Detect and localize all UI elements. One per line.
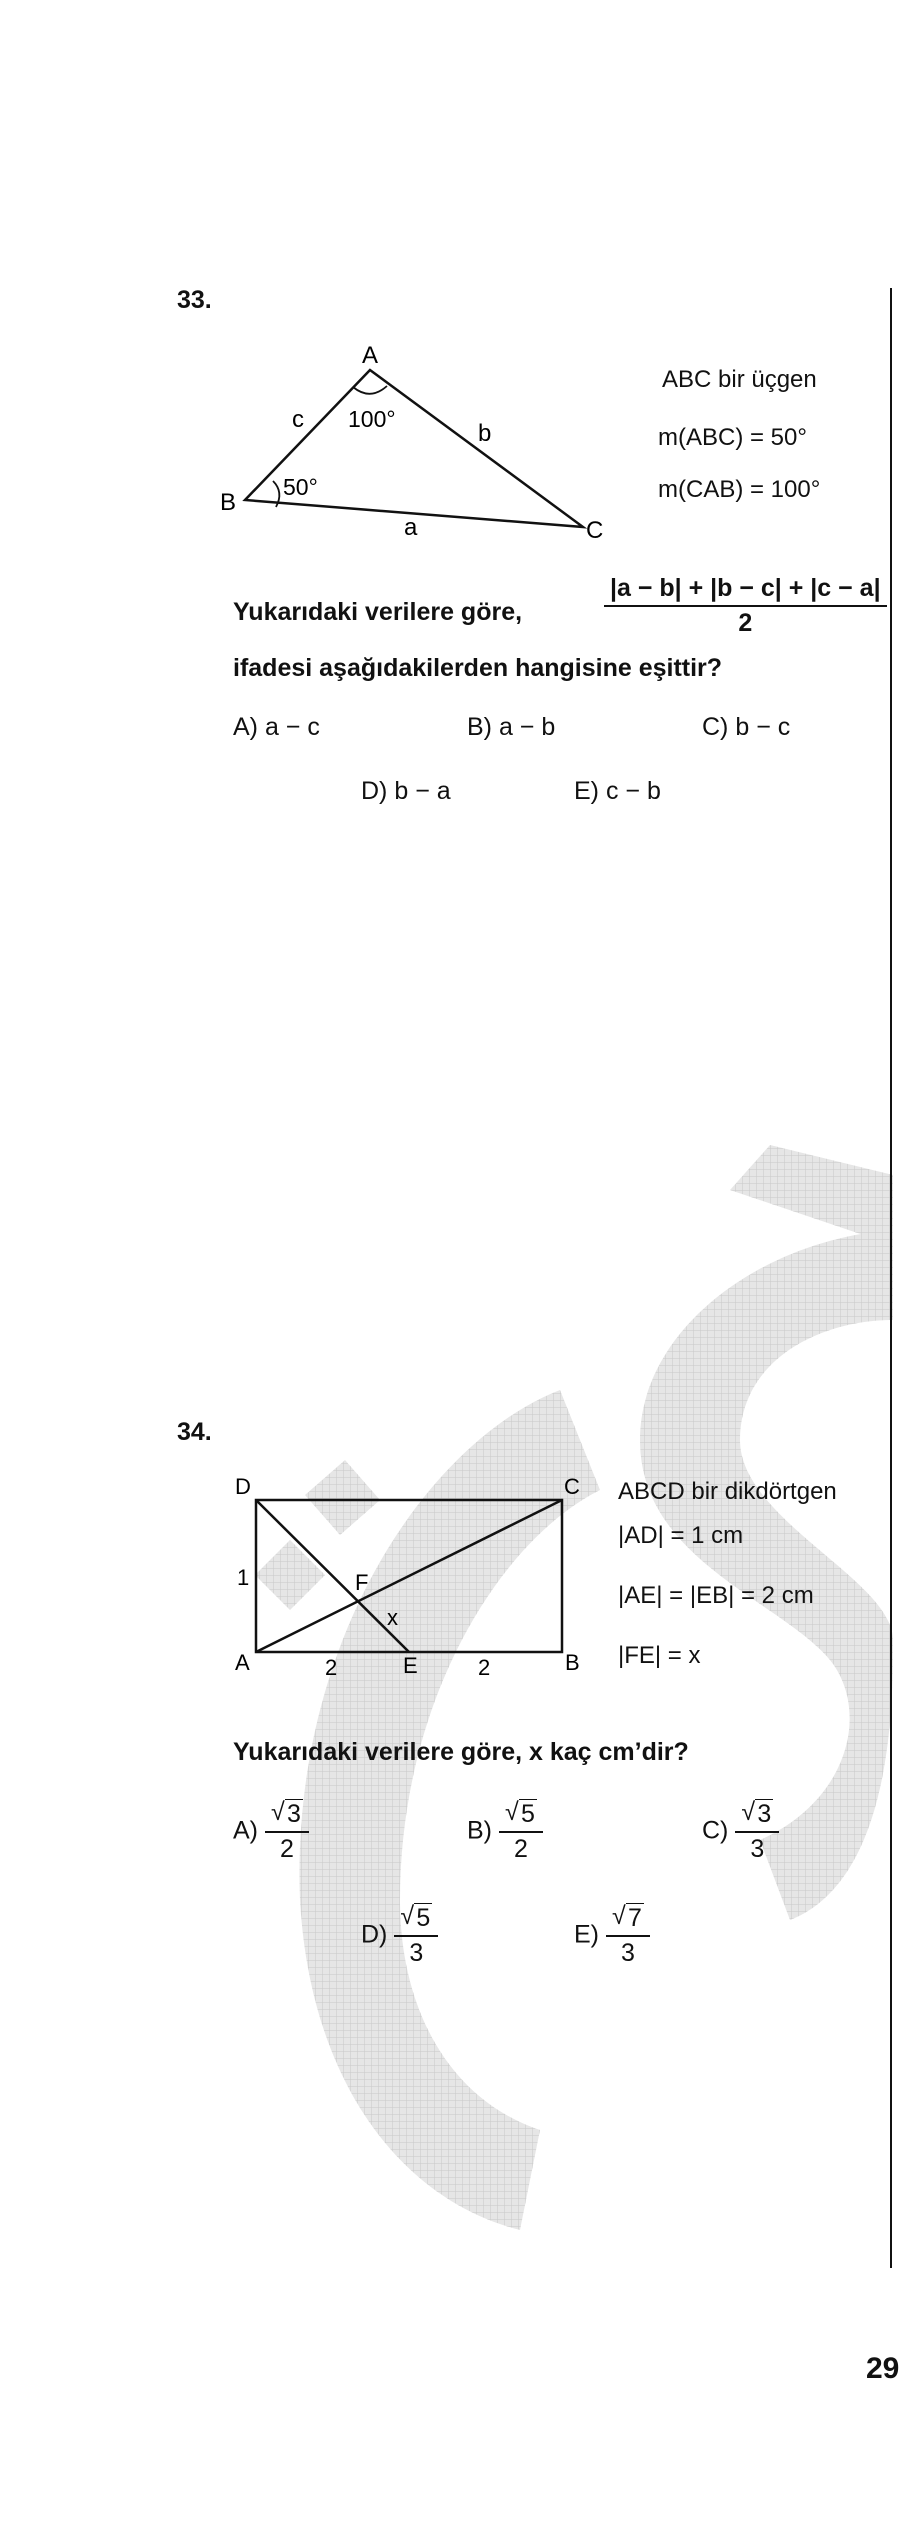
option-radicand: 7 (625, 1903, 644, 1932)
option-denominator: 3 (620, 1939, 635, 1967)
option-radicand: 5 (414, 1903, 433, 1932)
option-denominator: 2 (513, 1835, 528, 1863)
vertex-c: C (586, 517, 603, 544)
angle-b-label: 50° (283, 474, 318, 500)
vertex-a: A (235, 1650, 250, 1675)
label-x: x (387, 1605, 398, 1630)
page-number: 29 (866, 2352, 899, 2385)
option-label: D) (361, 1920, 388, 1949)
option-label: C) (702, 713, 729, 741)
triangle-abc-figure: A B C c b a 100° 50° (220, 342, 603, 544)
option-text: b − a (394, 777, 451, 805)
diagonal-ac (255, 1498, 563, 1654)
side-c-label: c (292, 406, 304, 433)
option-label: B) (467, 1816, 492, 1845)
q33-fraction-numerator: |a − b| + |b − c| + |c − a| (604, 574, 887, 607)
q34-option-b[interactable]: B) 5 2 (467, 1798, 543, 1864)
q34-option-a[interactable]: A) 3 2 (233, 1798, 309, 1864)
q33-option-c[interactable]: C) b − c (702, 713, 790, 742)
segment-de (255, 1499, 410, 1653)
q33-given-3: m(CAB) = 100° (658, 476, 821, 503)
q33-option-b[interactable]: B) a − b (467, 713, 555, 742)
q33-question-tail: ifadesi aşağıdakilerden hangisine eşitti… (233, 654, 723, 682)
option-denominator: 3 (750, 1835, 765, 1863)
q33-fraction-denominator: 2 (738, 609, 753, 637)
q34-given-4: |FE| = x (618, 1642, 701, 1669)
vertex-b: B (565, 1650, 580, 1675)
angle-a-label: 100° (348, 406, 396, 432)
question-34-number: 34. (177, 1418, 212, 1446)
q34-question: Yukarıdaki verilere göre, x kaç cm’dir? (233, 1738, 689, 1766)
option-text: c − b (605, 777, 661, 805)
vertex-f: F (355, 1570, 368, 1595)
option-label: D) (361, 777, 388, 805)
option-label: C) (702, 1816, 729, 1845)
option-label: B) (467, 713, 492, 741)
option-label: E) (574, 777, 599, 805)
option-label: A) (233, 1816, 258, 1845)
q33-expression-fraction: |a − b| + |b − c| + |c − a| 2 (604, 574, 887, 638)
q33-option-a[interactable]: A) a − c (233, 713, 320, 742)
label-ad: 1 (237, 1565, 249, 1590)
triangle-abc (242, 368, 588, 529)
side-a-label: a (404, 514, 418, 541)
vertex-b: B (220, 489, 236, 516)
question-33-number: 33. (177, 286, 212, 314)
option-radicand: 3 (284, 1799, 303, 1828)
option-denominator: 3 (409, 1939, 424, 1967)
option-radicand: 3 (755, 1799, 774, 1828)
label-eb: 2 (478, 1655, 490, 1680)
option-denominator: 2 (279, 1835, 294, 1863)
q33-question-lead: Yukarıdaki verilere göre, (233, 598, 523, 626)
vertex-d: D (235, 1474, 251, 1499)
side-b-label: b (478, 420, 491, 447)
option-text: b − c (735, 713, 791, 741)
vertex-a: A (362, 342, 378, 369)
label-ae: 2 (325, 1655, 337, 1680)
option-text: a − b (498, 713, 556, 741)
angle-a-arc (352, 385, 388, 395)
vertex-e: E (403, 1653, 418, 1678)
q33-given-1: ABC bir üçgen (662, 366, 817, 393)
option-label: E) (574, 1920, 599, 1949)
q34-given-2: |AD| = 1 cm (618, 1522, 744, 1549)
q33-option-e[interactable]: E) c − b (574, 777, 661, 806)
option-label: A) (233, 713, 258, 741)
q34-option-e[interactable]: E) 7 3 (574, 1902, 650, 1968)
vertex-c: C (564, 1474, 580, 1499)
q34-option-c[interactable]: C) 3 3 (702, 1798, 780, 1864)
rectangle-abcd-figure: D C A B E F 1 2 2 x (235, 1474, 580, 1680)
q34-given-1: ABCD bir dikdörtgen (618, 1478, 837, 1505)
q33-given-2: m(ABC) = 50° (658, 424, 807, 451)
angle-b-arc (272, 480, 281, 508)
q34-given-3: |AE| = |EB| = 2 cm (618, 1582, 814, 1609)
column-divider (890, 288, 892, 2268)
q34-option-d[interactable]: D) 5 3 (361, 1902, 439, 1968)
option-radicand: 5 (518, 1799, 537, 1828)
option-text: a − c (264, 713, 320, 741)
q33-option-d[interactable]: D) b − a (361, 777, 451, 806)
